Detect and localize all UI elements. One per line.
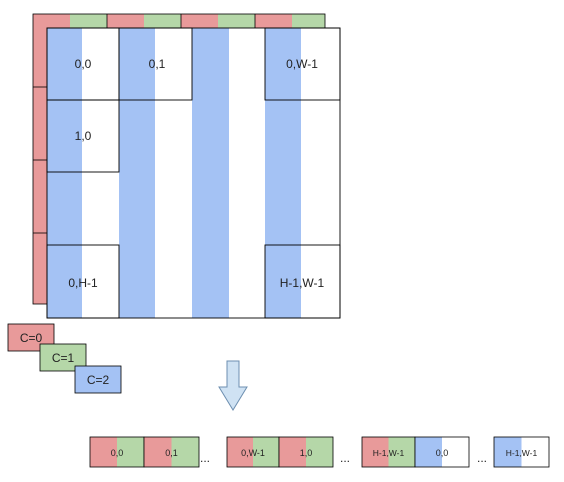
back-stripe-7	[292, 14, 325, 28]
sequence-item-left-half	[279, 437, 306, 467]
sequence-item-right-half	[171, 437, 199, 467]
grid-cell-rhc0	[46, 244, 120, 319]
grid-cells: 0,0 0,1 0,W-1 1,0 0,H-1 H-1,W-1	[46, 27, 341, 319]
channel-back-layers	[32, 13, 326, 305]
sequence-item-left-half	[415, 437, 442, 467]
grid-cell-label: 1,0	[75, 129, 92, 143]
sequence-item-right-half	[442, 437, 469, 467]
channel-label-2: C=2	[87, 373, 110, 387]
sequence-item-right-half	[117, 437, 144, 467]
sequence-item	[493, 436, 550, 468]
back-stripe-2	[107, 14, 144, 28]
channel-front-layer	[46, 27, 341, 319]
back-stripe-1	[70, 14, 107, 28]
sequence-item	[414, 436, 470, 468]
back-stripe-5	[218, 14, 255, 28]
back-stripe-3	[144, 14, 181, 28]
down-arrow-shape	[218, 360, 248, 411]
sequence-item-label: H-1,W-1	[373, 448, 405, 458]
grid-cell-label: 0,H-1	[68, 276, 98, 290]
sequence-item-right-half	[388, 437, 415, 467]
grid-cell-label: 0,0	[75, 57, 92, 71]
grid-cell-r0c1	[118, 27, 193, 101]
sequence-item-right-half	[306, 437, 333, 467]
sequence-item-left-half	[362, 437, 389, 467]
channel-legend: C=0C=1C=2	[7, 323, 122, 394]
sequence-item-label: 0,1	[165, 448, 178, 458]
flattened-sequence: 0,0 0,1... 0,W-1 1,0... H-1,W-1 0,0... H-1,W-1	[89, 436, 550, 468]
grid-cell-rhcw	[264, 244, 341, 319]
sequence-item-left-half	[227, 437, 253, 467]
channel-box-2	[74, 365, 122, 394]
back-stripe-4	[181, 14, 218, 28]
sequence-item	[278, 436, 334, 468]
front-blue-stripe-2	[192, 28, 229, 318]
grid-cell-r0cw	[264, 27, 341, 101]
front-blue-stripe-3	[265, 28, 301, 318]
grid-cell-label: 0,W-1	[286, 57, 318, 71]
sequence-item-right-half	[521, 437, 549, 467]
sequence-ellipsis: ...	[477, 451, 487, 465]
sequence-ellipsis: ...	[200, 451, 210, 465]
sequence-item-left-half	[494, 437, 522, 467]
sequence-item	[143, 436, 200, 468]
front-blue-stripe-0	[47, 28, 82, 318]
sequence-item-label: H-1,W-1	[506, 448, 538, 458]
sequence-item-label: 0,W-1	[241, 448, 265, 458]
channel-label-1: C=1	[52, 351, 75, 365]
sequence-item-label: 0,0	[436, 448, 449, 458]
sequence-item-right-half	[253, 437, 279, 467]
sequence-ellipsis: ...	[340, 451, 350, 465]
back-stripe-6	[255, 14, 292, 28]
front-blue-stripe-1	[119, 28, 155, 318]
grid-cell-r1c0	[46, 99, 120, 173]
front-layer-outline	[46, 27, 341, 319]
sequence-item-label: 0,0	[111, 448, 124, 458]
sequence-item-label: 1,0	[300, 448, 313, 458]
sequence-item-left-half	[90, 437, 117, 467]
sequence-item-left-half	[144, 437, 172, 467]
channel-label-0: C=0	[20, 331, 43, 345]
down-arrow-icon	[218, 360, 248, 411]
grid-cell-label: 0,1	[149, 57, 166, 71]
grid-cell-label: H-1,W-1	[280, 276, 325, 290]
back-stripe-left	[33, 14, 47, 304]
